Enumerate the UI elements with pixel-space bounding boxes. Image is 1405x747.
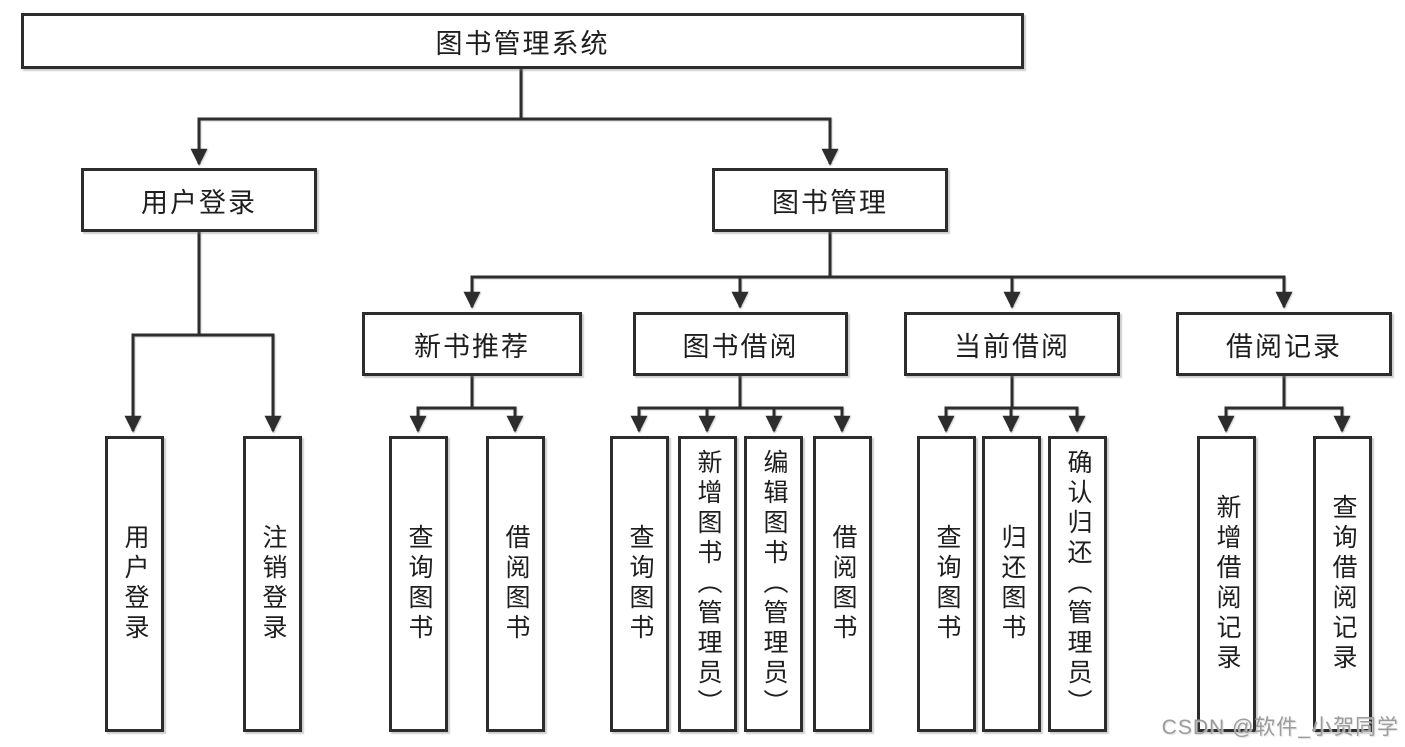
- leaf-label: 用户登录: [121, 524, 149, 644]
- node-library-management-system: 图书管理系统: [21, 13, 1024, 69]
- leaf-label: 查询图书: [933, 524, 961, 644]
- node-new-book-recommendation: 新书推荐: [362, 312, 582, 376]
- leaf-borrowing-query-book: 查询图书: [610, 436, 669, 732]
- leaf-label: 注销登录: [259, 524, 287, 644]
- leaf-recommend-borrow-book: 借阅图书: [486, 436, 545, 732]
- leaf-user-login: 用户登录: [105, 436, 164, 732]
- leaf-record-add-borrow-record: 新增借阅记录: [1197, 436, 1256, 732]
- node-user-login: 用户登录: [81, 168, 317, 232]
- leaf-borrowing-borrow-book: 借阅图书: [813, 436, 872, 732]
- leaf-recommend-query-book: 查询图书: [389, 436, 448, 732]
- node-label: 图书管理系统: [435, 28, 610, 59]
- node-label: 新书推荐: [414, 331, 530, 362]
- leaf-label: 查询图书: [405, 524, 433, 644]
- leaf-label: 查询借阅记录: [1329, 494, 1357, 674]
- node-label: 当前借阅: [954, 331, 1070, 362]
- leaf-record-query-borrow-record: 查询借阅记录: [1313, 436, 1372, 732]
- node-label: 用户登录: [141, 187, 257, 218]
- leaf-borrowing-add-book-admin: 新增图书（管理员）: [678, 436, 737, 732]
- leaf-current-confirm-return-admin: 确认归还（管理员）: [1048, 436, 1107, 732]
- node-label: 借阅记录: [1226, 331, 1342, 362]
- node-borrowing-records: 借阅记录: [1176, 312, 1392, 376]
- leaf-current-return-book: 归还图书: [982, 436, 1041, 732]
- leaf-label: 新增借阅记录: [1213, 494, 1241, 674]
- leaf-label: 借阅图书: [829, 524, 857, 644]
- leaf-label: 编辑图书（管理员）: [760, 449, 788, 719]
- csdn-watermark: CSDN @软件_小贺同学: [1161, 716, 1399, 739]
- node-label: 图书借阅: [682, 331, 799, 362]
- node-label: 图书管理: [772, 187, 888, 218]
- node-book-management: 图书管理: [712, 168, 948, 232]
- leaf-label: 归还图书: [998, 524, 1026, 644]
- leaf-borrowing-edit-book-admin: 编辑图书（管理员）: [744, 436, 803, 732]
- connector-arrows: [124, 119, 1351, 433]
- leaf-current-query-book: 查询图书: [917, 436, 976, 732]
- leaf-label: 借阅图书: [502, 524, 530, 644]
- node-current-borrowing: 当前借阅: [904, 312, 1120, 376]
- node-book-borrowing: 图书借阅: [633, 312, 848, 376]
- leaf-label: 确认归还（管理员）: [1064, 449, 1092, 719]
- leaf-label: 查询图书: [626, 524, 654, 644]
- leaf-logout: 注销登录: [243, 436, 302, 732]
- leaf-label: 新增图书（管理员）: [694, 449, 722, 719]
